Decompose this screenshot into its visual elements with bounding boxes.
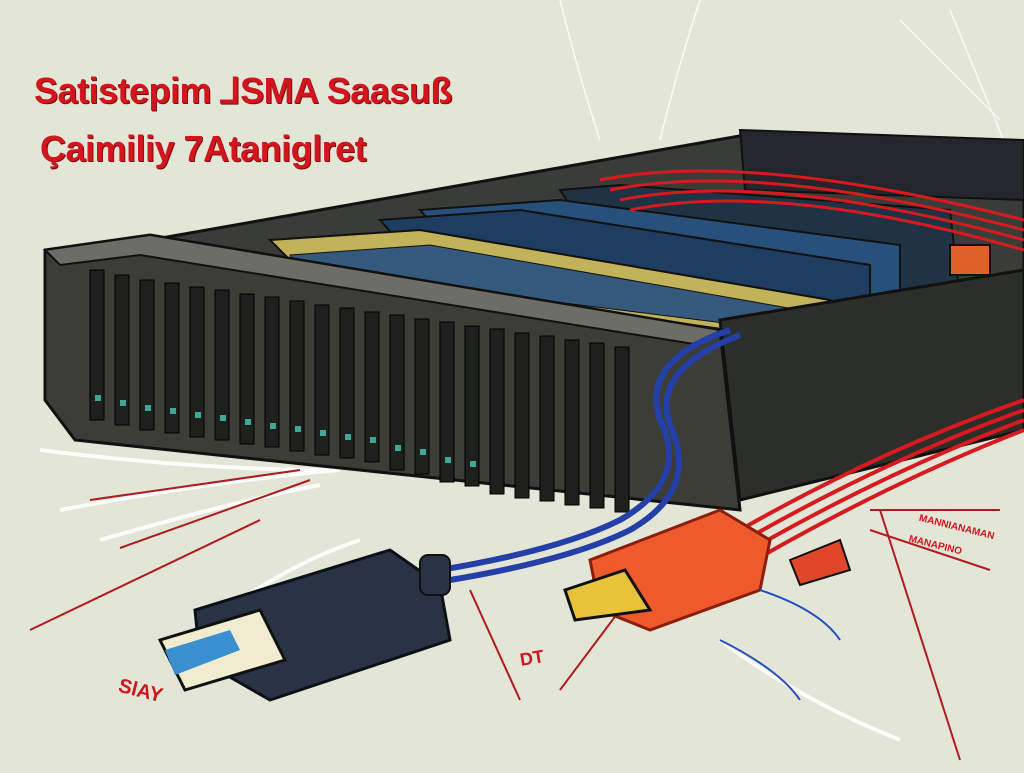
red-cables-bottom bbox=[739, 398, 1024, 562]
title-line-2: Çaimiliy 7Ataniglret bbox=[40, 128, 367, 169]
blue-cable bbox=[439, 327, 742, 583]
drive-leds bbox=[95, 395, 476, 467]
red-sketch-lines bbox=[29, 469, 1000, 761]
title-line-1: Satistepim ⅃SMA Saasuß bbox=[34, 70, 452, 111]
label-center: DT bbox=[518, 646, 546, 670]
drive-bays bbox=[89, 269, 630, 513]
usb-plug-dark bbox=[157, 548, 452, 702]
red-cables-top bbox=[599, 169, 1024, 252]
usb-plug-orange bbox=[563, 508, 852, 632]
